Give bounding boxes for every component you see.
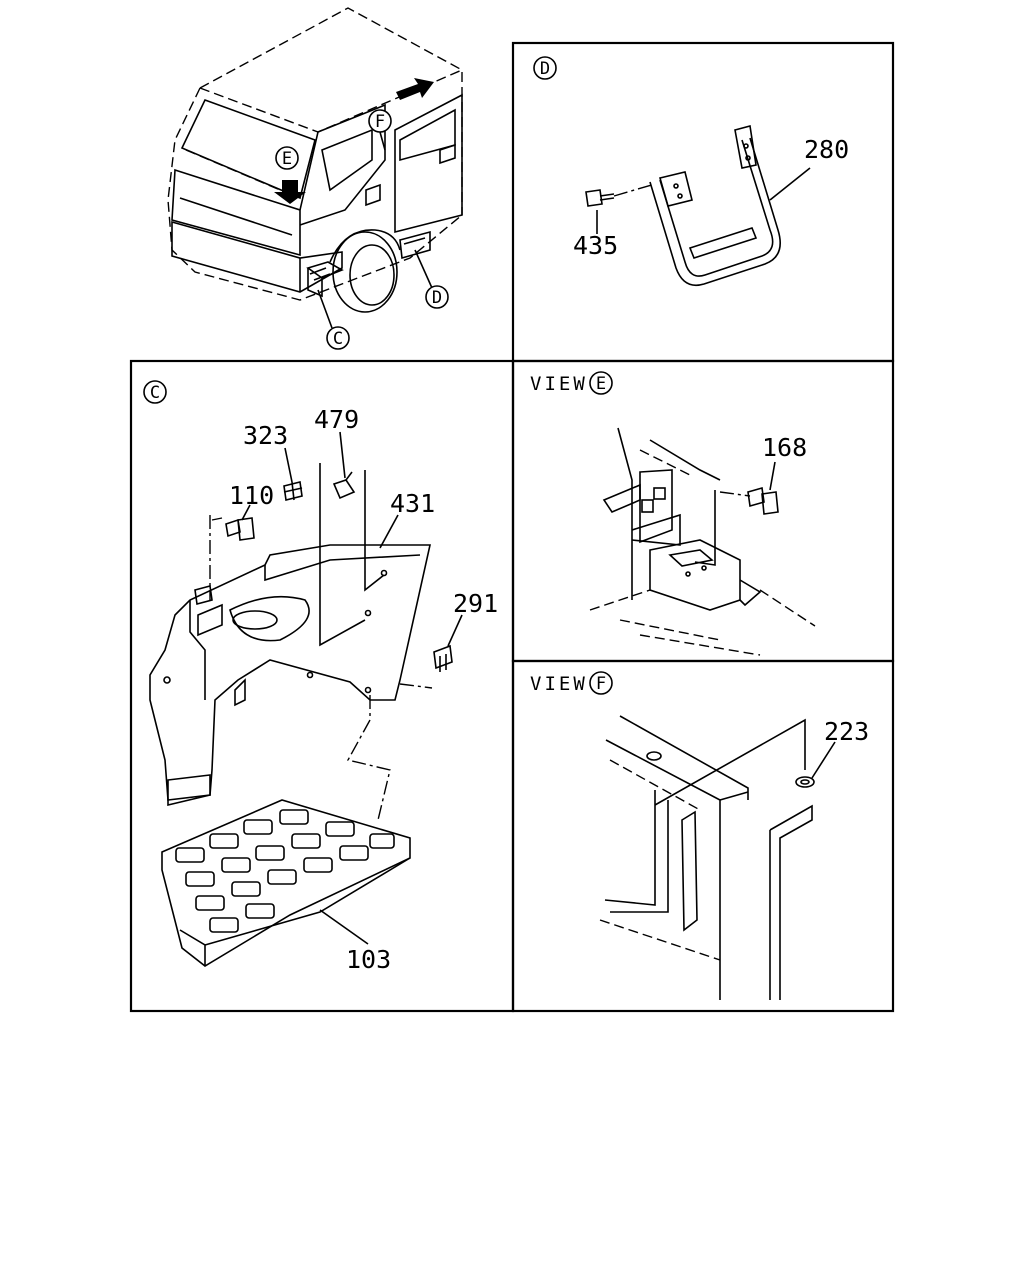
part-label-323: 323 (243, 421, 288, 450)
svg-text:E: E (596, 374, 606, 394)
svg-text:C: C (150, 383, 160, 403)
svg-text:VIEW: VIEW (530, 673, 588, 695)
truck-overview-illustration (167, 7, 463, 329)
part-label-435: 435 (573, 231, 618, 260)
step-grate-slots (175, 809, 395, 933)
svg-text:E: E (282, 149, 292, 169)
svg-text:F: F (596, 674, 606, 694)
panel-d-handle-illustration (585, 124, 811, 287)
svg-text:F: F (375, 112, 385, 132)
view-e-illustration (589, 427, 816, 656)
panel-c-step-illustration (149, 431, 463, 967)
svg-text:D: D (432, 288, 442, 308)
callout-panel-C: C (143, 380, 167, 404)
callout-truck-F: F (368, 109, 392, 133)
part-label-431: 431 (390, 489, 435, 518)
part-label-103: 103 (346, 945, 391, 974)
part-label-479: 479 (314, 405, 359, 434)
callout-truck-E: E (275, 146, 299, 170)
svg-text:VIEW: VIEW (530, 373, 588, 395)
part-label-168: 168 (762, 433, 807, 462)
part-label-291: 291 (453, 589, 498, 618)
panel-frames (129, 41, 895, 1013)
callout-truck-C: C (326, 326, 350, 350)
callout-panel-D: D (533, 56, 557, 80)
svg-text:D: D (540, 59, 550, 79)
part-label-223: 223 (824, 717, 869, 746)
view-f-illustration (599, 715, 836, 1000)
view-e-title: VIEW E (530, 371, 613, 395)
part-label-280: 280 (804, 135, 849, 164)
part-label-110: 110 (229, 481, 274, 510)
callout-truck-D: D (425, 285, 449, 309)
svg-text:C: C (333, 329, 343, 349)
view-f-title: VIEW F (530, 671, 613, 695)
